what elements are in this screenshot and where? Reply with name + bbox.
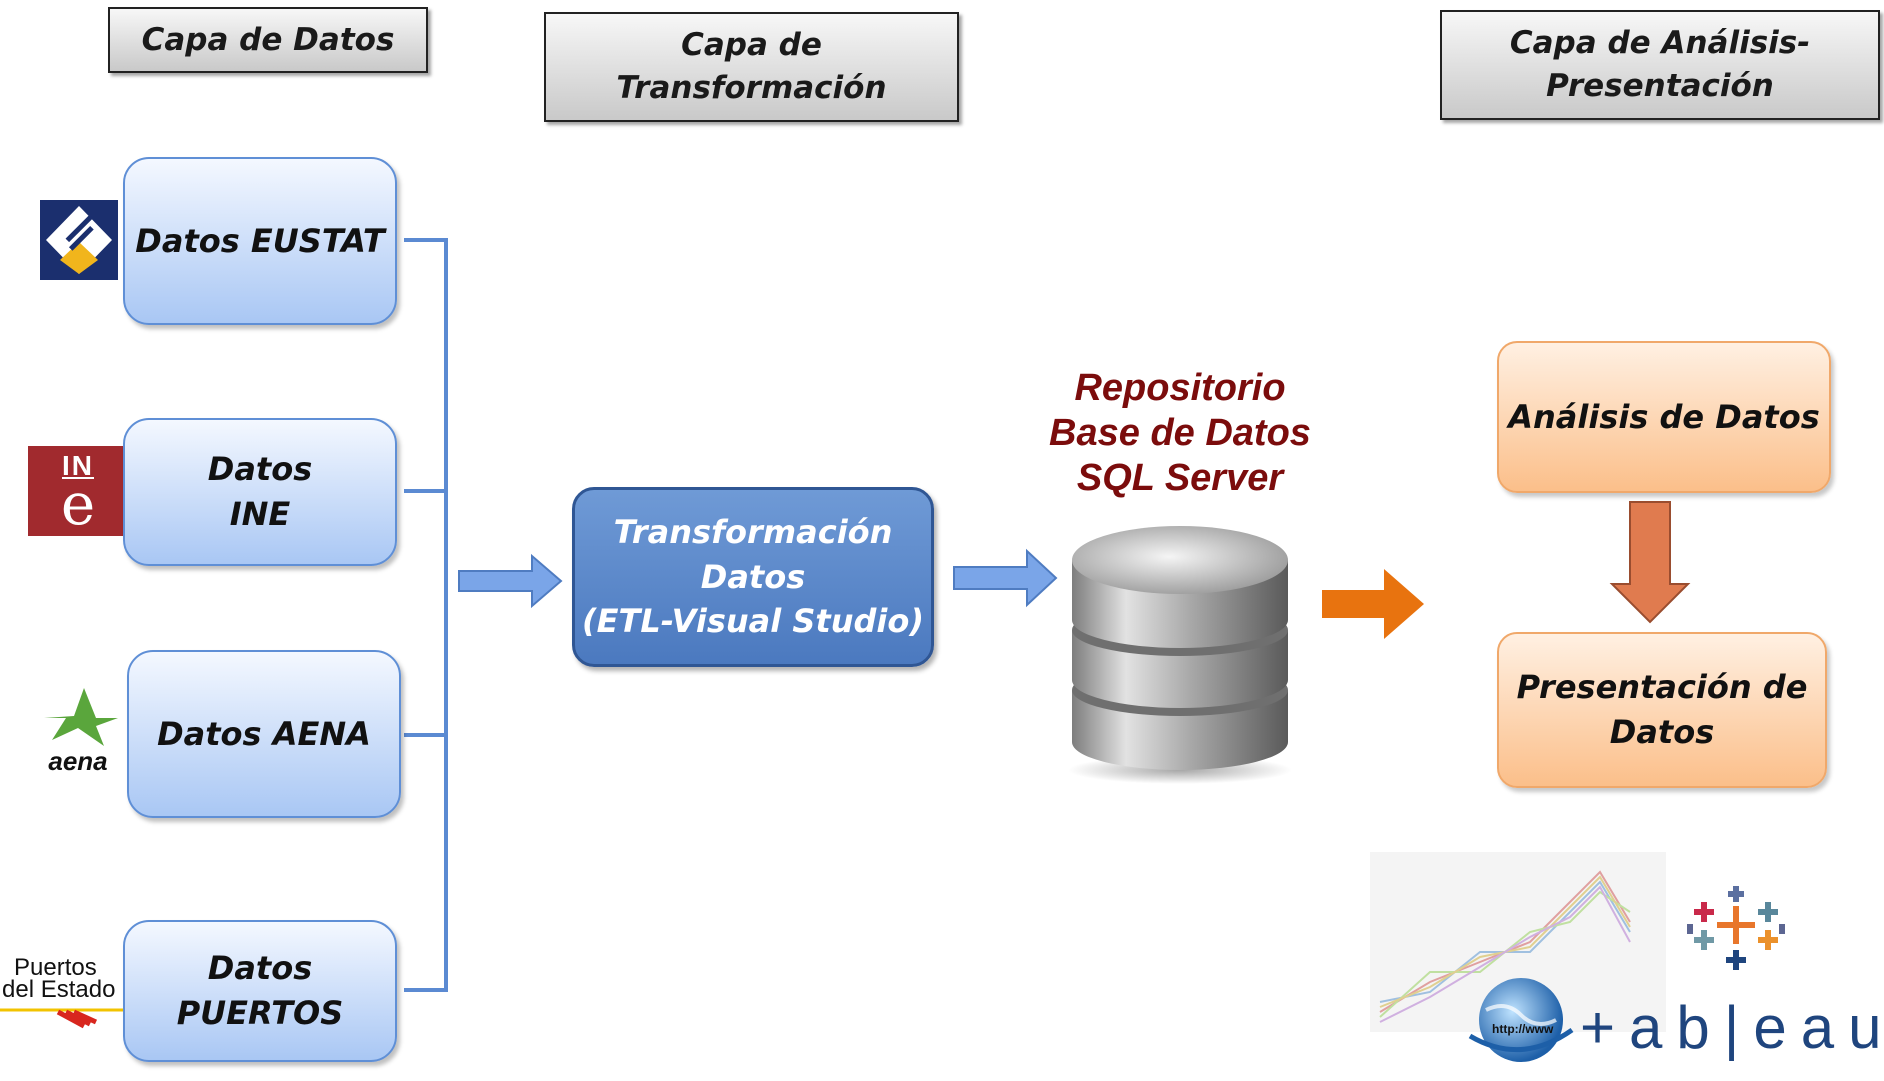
arrow-repository-to-analysis [1322,569,1424,639]
puertos-logo: Puertos del Estado [0,956,124,1036]
etl-transformation-box: Transformación Datos (ETL-Visual Studio) [572,487,934,667]
arrow-sources-to-etl [458,553,563,609]
database-icon [1064,520,1296,784]
eustat-logo [40,200,118,280]
source-aena-line-1: Datos AENA [157,714,371,753]
puertos-logo-text-2: del Estado [2,976,116,1003]
globe-icon: http://www [1466,970,1576,1074]
layer-header-transformation: Capa de Transformación [544,12,959,122]
source-box-eustat: Datos EUSTAT [123,157,397,325]
aena-logo-text: aena [48,746,108,776]
layer-header-analysis-line-1: Capa de Análisis- [1509,25,1811,62]
source-eustat-line-1: Datos EUSTAT [135,221,385,260]
source-box-aena: Datos AENA [127,650,401,818]
connector-eustat [404,238,448,992]
layer-header-transformation-line-1: Capa de [681,27,822,64]
source-ine-line-1: Datos [207,450,313,489]
globe-label: http://www [1492,1022,1554,1036]
aena-logo: aena [38,688,118,778]
source-puertos-line-1: Datos [207,949,313,988]
repository-title: Repositorio Base de Datos SQL Server [1040,366,1320,500]
source-box-ine: Datos INE [123,418,397,566]
source-puertos-line-2: PUERTOS [176,994,344,1032]
layer-header-analysis: Capa de Análisis- Presentación [1440,10,1880,120]
ine-logo-text: IN [62,450,94,481]
repository-line-1: Repositorio [1074,367,1286,409]
etl-line-3: (ETL-Visual Studio) [582,602,924,641]
analysis-box: Análisis de Datos [1497,341,1831,493]
layer-header-data-line-1: Capa de Datos [141,21,395,58]
repository-line-2: Base de Datos [1049,411,1311,454]
source-box-puertos: Datos PUERTOS [123,920,397,1062]
arrow-etl-to-repository [953,548,1058,608]
layer-header-transformation-line-2: Transformación [616,70,887,106]
layer-header-data: Capa de Datos [108,7,428,73]
presentation-line-2: Datos [1609,713,1715,751]
layer-header-analysis-line-2: Presentación [1546,68,1774,104]
arrow-analysis-to-presentation [1609,501,1691,624]
ine-logo: IN e [28,446,128,536]
etl-line-2: Datos [700,557,806,596]
repository-line-3: SQL Server [1076,456,1284,499]
etl-line-1: Transformación [613,512,893,551]
presentation-box: Presentación de Datos [1497,632,1827,788]
tableau-logo-mark [1686,884,1786,974]
tableau-wordmark: +ab|eau [1580,994,1884,1061]
puertos-logo-text-1: Puertos [14,954,97,981]
analysis-line-1: Análisis de Datos [1508,397,1820,436]
source-ine-line-2: INE [229,495,291,533]
presentation-line-1: Presentación de [1516,668,1808,707]
